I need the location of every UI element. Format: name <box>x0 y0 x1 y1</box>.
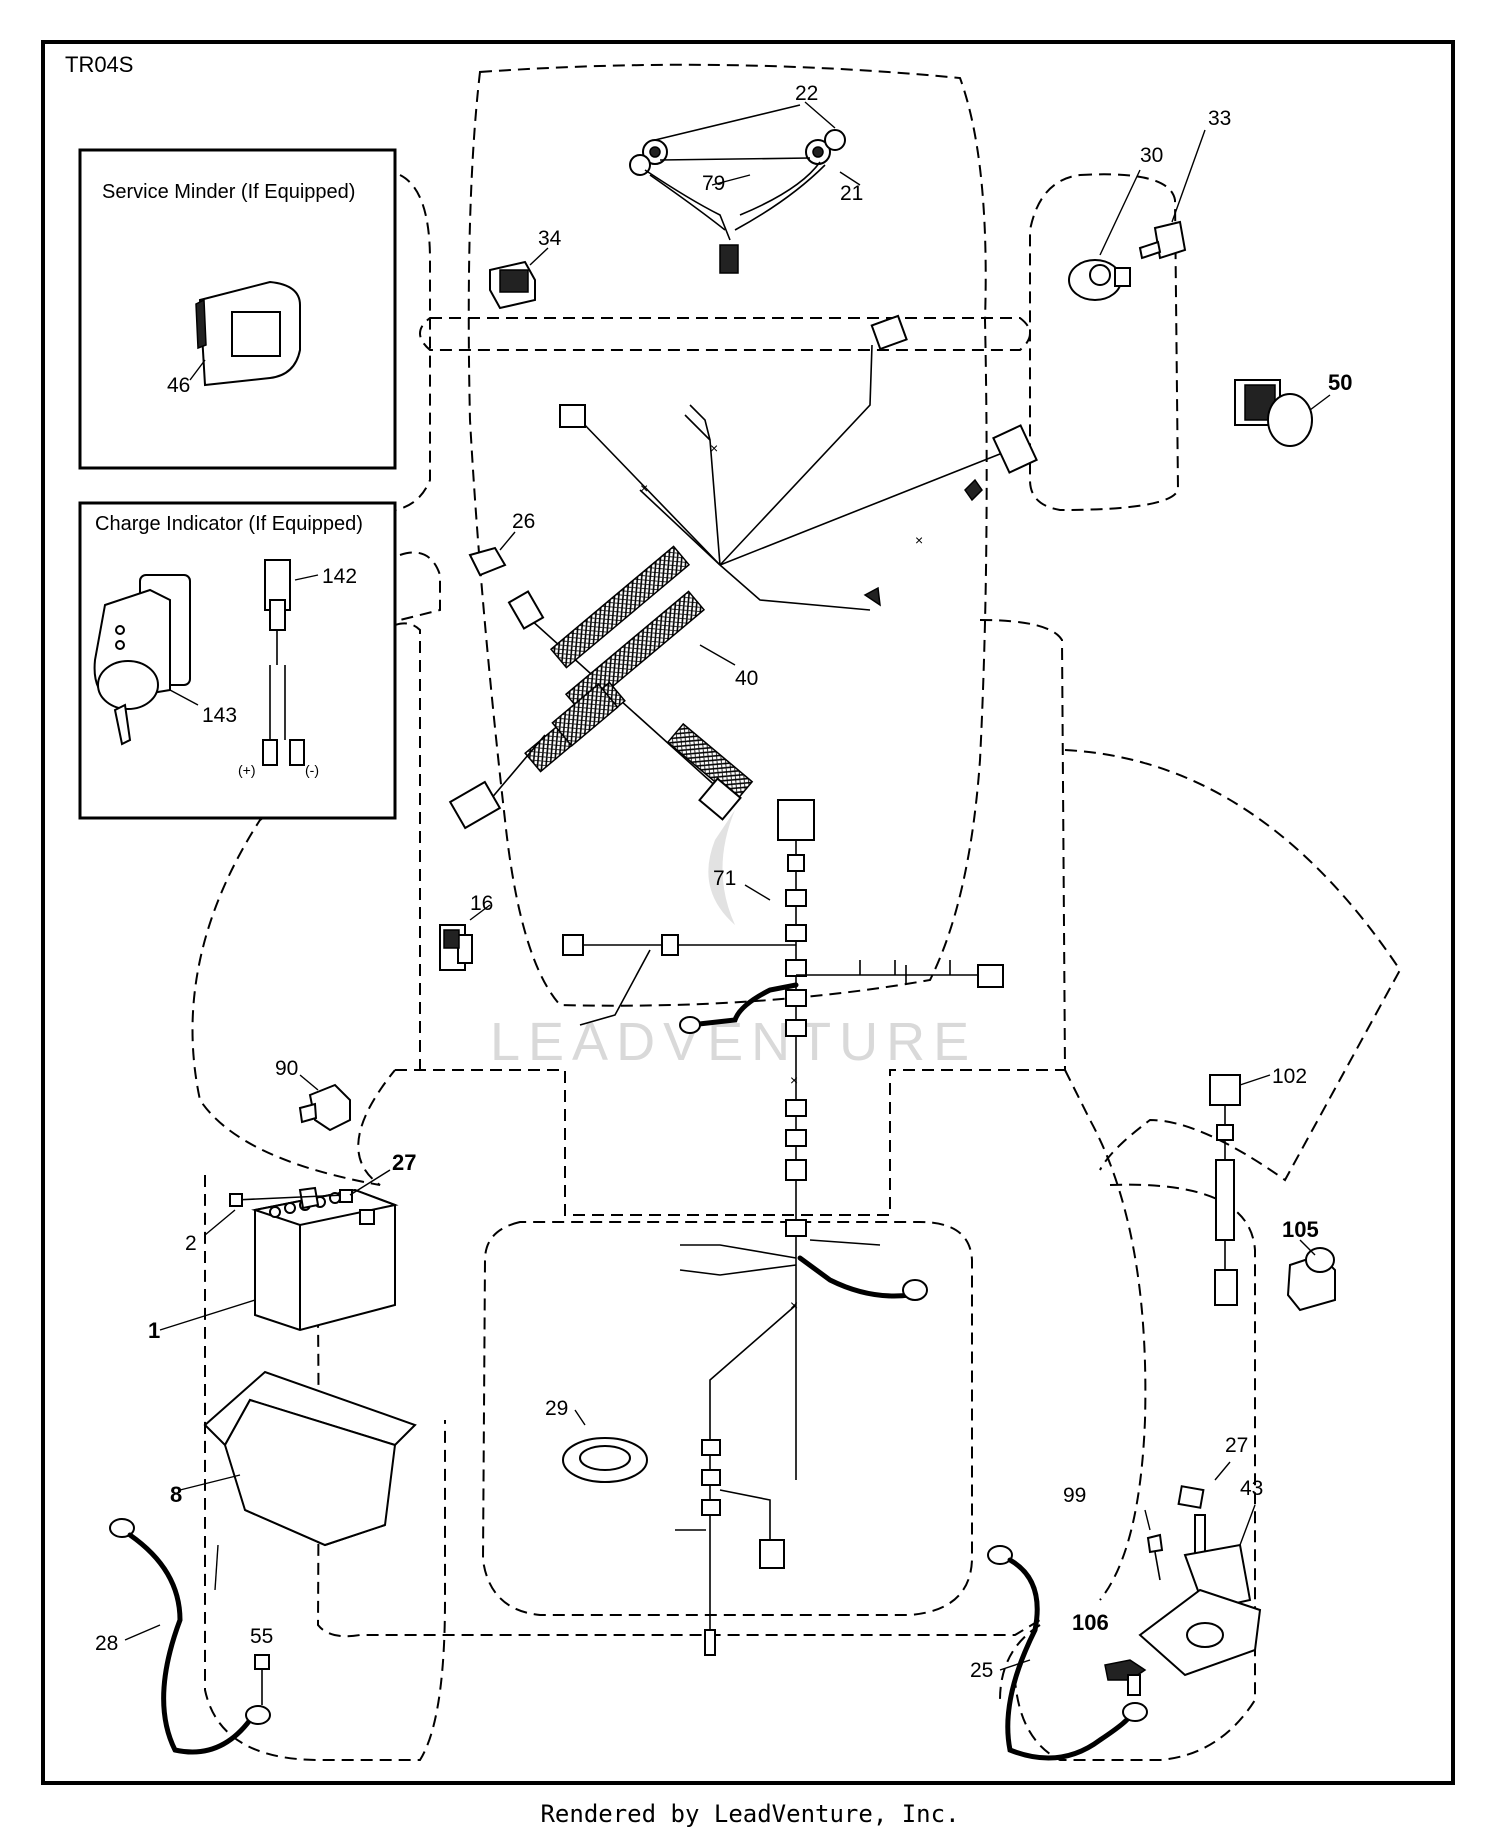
headlight-harness <box>629 101 861 274</box>
service-minder-box: Service Minder (If Equipped) <box>78 148 397 470</box>
callout-28: 28 <box>95 1632 118 1655</box>
callout-8: 8 <box>170 1482 182 1507</box>
svg-text:×: × <box>790 1297 798 1313</box>
relay-16 <box>439 904 491 971</box>
diagram-code: TR04S <box>65 52 133 77</box>
tractor-outline <box>191 63 1402 1761</box>
callout-29: 29 <box>545 1397 568 1420</box>
battery-cable-28 <box>109 1518 271 1755</box>
callout-1: 1 <box>148 1318 160 1343</box>
charge-indicator-box: Charge Indicator (If Equipped) (+) (-) <box>78 501 397 820</box>
callout-55: 55 <box>250 1625 273 1648</box>
horn-29 <box>562 1409 648 1483</box>
service-minder-title: Service Minder (If Equipped) <box>102 181 355 203</box>
callout-43: 43 <box>1240 1477 1263 1500</box>
callout-102: 102 <box>1272 1065 1307 1088</box>
wire-harness-71: × × <box>562 799 1004 1656</box>
callout-33: 33 <box>1208 107 1231 130</box>
callout-105: 105 <box>1282 1217 1319 1242</box>
svg-text:×: × <box>710 440 718 456</box>
render-credit: Rendered by LeadVenture, Inc. <box>540 1800 960 1828</box>
diagram-frame <box>41 40 1455 1785</box>
battery-tray <box>179 1370 417 1591</box>
callout-34: 34 <box>538 227 562 250</box>
callout-27-battery: 27 <box>392 1150 416 1175</box>
callout-106: 106 <box>1072 1610 1109 1635</box>
callout-143: 143 <box>202 704 237 727</box>
bolt-55 <box>254 1654 270 1705</box>
plus-label: (+) <box>238 762 256 778</box>
charge-indicator-title: Charge Indicator (If Equipped) <box>95 513 363 535</box>
callout-22: 22 <box>795 82 818 105</box>
callout-71: 71 <box>713 867 736 890</box>
callout-25: 25 <box>970 1659 993 1682</box>
callout-79: 79 <box>702 172 725 195</box>
wiring-diagram-svg: LEADVENTURE TR04S Service Minder (If Equ… <box>41 40 1455 1785</box>
part-106 <box>1104 1659 1147 1696</box>
callout-40: 40 <box>735 667 758 690</box>
callout-30: 30 <box>1140 144 1163 167</box>
callout-27-solenoid: 27 <box>1225 1434 1248 1457</box>
minus-label: (-) <box>305 762 319 778</box>
fuse-26 <box>468 531 516 577</box>
callout-26: 26 <box>512 510 535 533</box>
wire-harness-40 <box>448 545 754 830</box>
wiring-harness: × × × <box>559 314 1038 611</box>
svg-text:×: × <box>790 1072 798 1088</box>
callout-16: 16 <box>470 892 493 915</box>
callouts: 1 2 8 16 21 22 25 26 27 27 28 29 30 33 3… <box>95 82 1352 1682</box>
callout-46: 46 <box>167 374 190 397</box>
callout-50: 50 <box>1328 370 1352 395</box>
callout-142: 142 <box>322 565 357 588</box>
switch-34 <box>489 247 549 310</box>
battery <box>159 1169 399 1332</box>
callout-21: 21 <box>840 182 863 205</box>
pto-switch <box>1234 379 1331 447</box>
callout-90: 90 <box>275 1057 298 1080</box>
ignition-switch <box>1068 129 1206 301</box>
starter-solenoid <box>1138 1461 1262 1677</box>
svg-text:×: × <box>640 480 648 496</box>
part-90 <box>298 1074 351 1132</box>
battery-cable-25 <box>987 1545 1148 1761</box>
solenoid-harness <box>1209 1074 1336 1312</box>
callout-99: 99 <box>1063 1484 1086 1507</box>
callout-2: 2 <box>185 1232 197 1255</box>
svg-text:×: × <box>915 532 923 548</box>
